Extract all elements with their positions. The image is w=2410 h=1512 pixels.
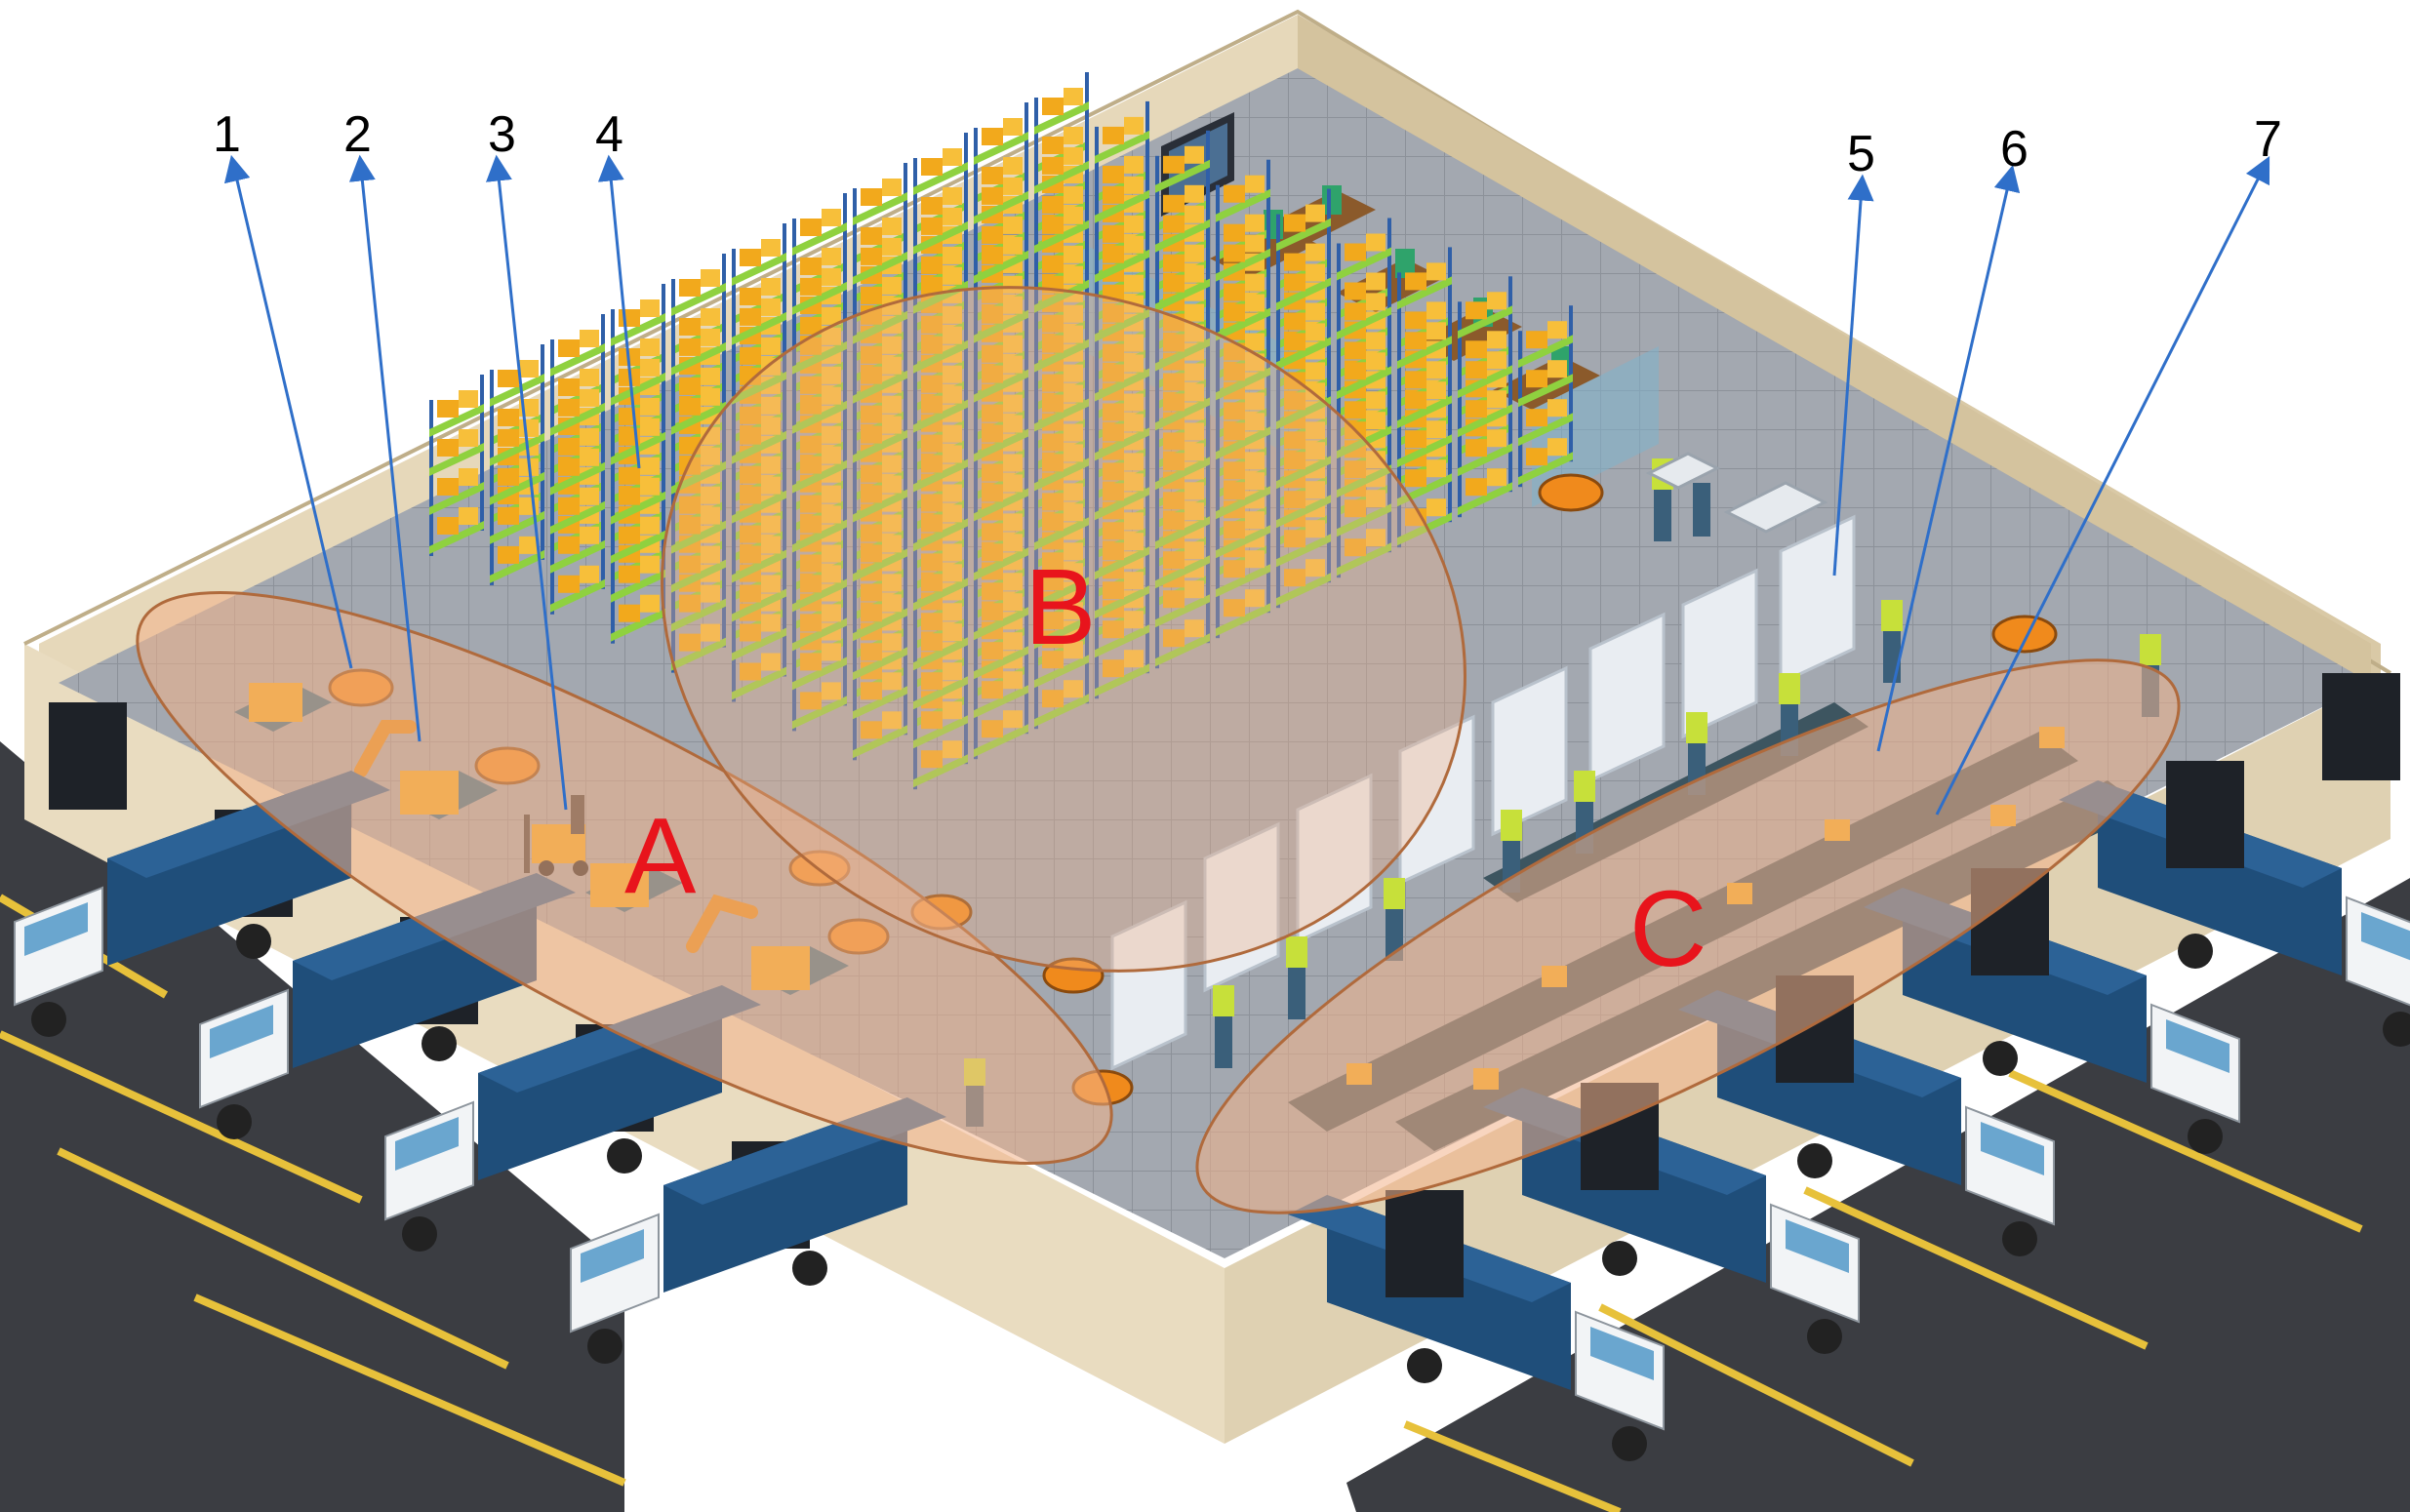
storage-racks <box>429 72 1573 790</box>
weighing-scales <box>1645 452 1828 534</box>
interior-back-right-face <box>1298 15 2371 683</box>
zones <box>136 286 2181 1214</box>
callout-arrows <box>223 154 2270 816</box>
rack-unit <box>429 375 484 556</box>
rack-unit <box>792 549 847 732</box>
callout-label-6: 6 <box>2000 121 2028 178</box>
callout-arrow-5 <box>1832 174 1874 577</box>
callout-label-2: 2 <box>343 106 372 163</box>
zone-label-a: A <box>624 796 697 916</box>
callout-arrow-1 <box>223 154 353 669</box>
dock-door <box>1386 1190 1464 1297</box>
callout-label-3: 3 <box>488 106 516 163</box>
rack-unit <box>1337 396 1391 578</box>
dock-door <box>2166 761 2244 868</box>
rack-unit <box>1155 487 1210 669</box>
rack-unit <box>1216 457 1270 639</box>
callout-label-1: 1 <box>213 106 241 163</box>
dock-door <box>2322 673 2400 780</box>
callout-arrow-3 <box>486 154 568 811</box>
rack-unit <box>1518 305 1573 488</box>
callout-arrow-2 <box>348 154 422 742</box>
callout-arrow-4 <box>597 154 641 469</box>
rack-unit <box>1095 517 1149 699</box>
zone-a-outline <box>136 591 1113 1165</box>
rack-unit <box>550 432 605 615</box>
callout-label-7: 7 <box>2254 111 2282 168</box>
rack-unit <box>974 577 1028 760</box>
rack-unit <box>913 608 968 790</box>
callout-arrow-7 <box>1935 155 2270 816</box>
rack-unit <box>853 578 907 761</box>
wall-screen <box>1161 112 1234 217</box>
callout-arrow-6 <box>1876 164 2021 752</box>
rack-unit <box>611 461 665 644</box>
rack-unit <box>1458 336 1512 518</box>
rack-unit <box>732 520 786 702</box>
zone-c-outline <box>1195 658 2181 1214</box>
rack-unit <box>1397 366 1452 548</box>
zone-b-outline <box>661 286 1466 973</box>
rack-unit <box>671 491 726 673</box>
zone-label-b: B <box>1024 547 1096 667</box>
dock-door <box>49 702 127 810</box>
callout-label-5: 5 <box>1847 126 1875 182</box>
zone-label-c: C <box>1629 869 1707 989</box>
callout-label-4: 4 <box>595 106 623 163</box>
rack-unit <box>1276 426 1331 609</box>
rack-unit <box>1034 547 1089 730</box>
picking-stations <box>1110 514 1856 1071</box>
